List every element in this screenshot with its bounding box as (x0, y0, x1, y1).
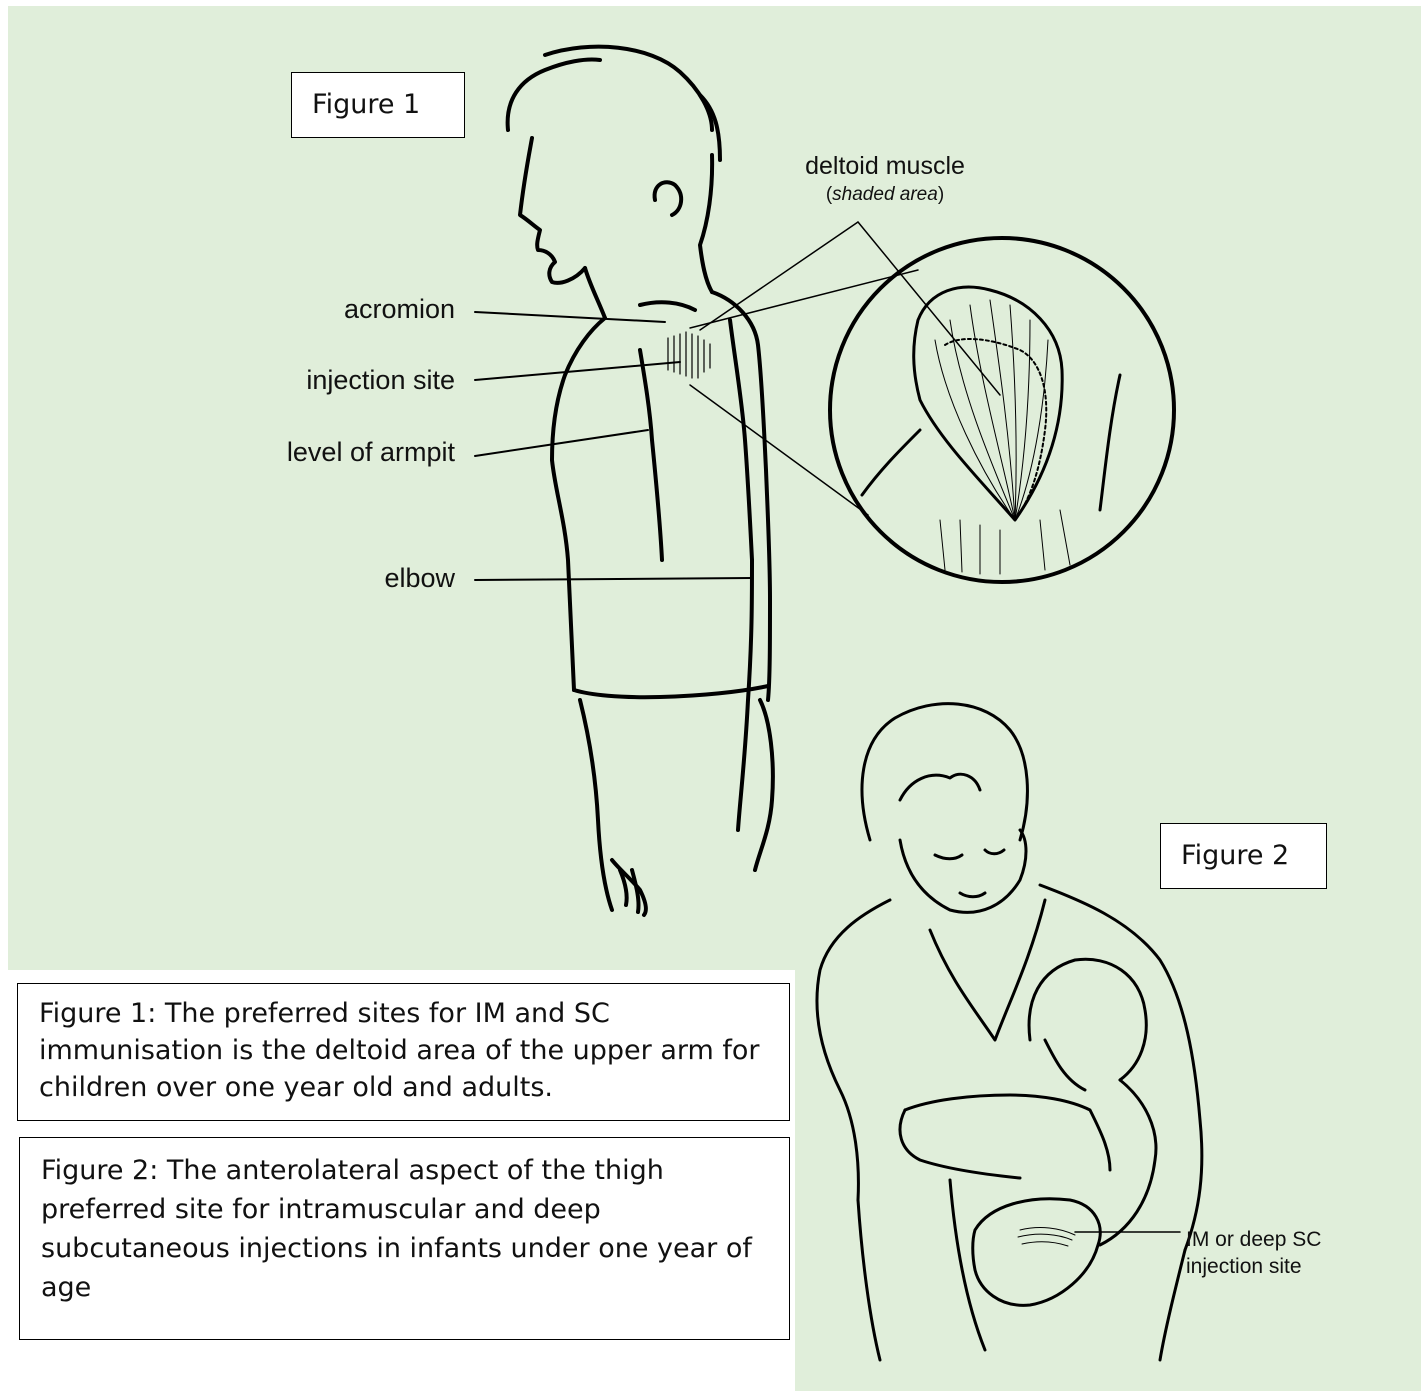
figure2-caption: Figure 2: The anterolateral aspect of th… (19, 1137, 790, 1340)
injection-site-hatching (668, 332, 710, 378)
man-illustration (508, 47, 773, 915)
figure1-caption: Figure 1: The preferred sites for IM and… (17, 983, 790, 1121)
level-of-armpit-label: level of armpit (287, 437, 455, 468)
shaded-area-close-paren: ) (938, 184, 944, 205)
figure2-label: Figure 2 (1160, 823, 1327, 889)
im-label-line2: injection site (1186, 1253, 1386, 1280)
shaded-area-label: (shaded area) (785, 184, 985, 206)
elbow-label: elbow (384, 563, 455, 594)
thigh-hatching (1018, 1228, 1075, 1246)
acromion-label: acromion (344, 294, 455, 325)
magnifier-circle (830, 238, 1174, 582)
im-injection-site-label: IM or deep SC injection site (1186, 1226, 1386, 1280)
woman-infant-illustration (817, 704, 1202, 1360)
shaded-area-text: shaded area (832, 184, 938, 205)
figure1-label: Figure 1 (291, 72, 465, 138)
im-label-line1: IM or deep SC (1186, 1226, 1386, 1253)
deltoid-detail (862, 287, 1120, 574)
deltoid-muscle-label: deltoid muscle (785, 152, 985, 181)
injection-site-label: injection site (306, 365, 455, 396)
